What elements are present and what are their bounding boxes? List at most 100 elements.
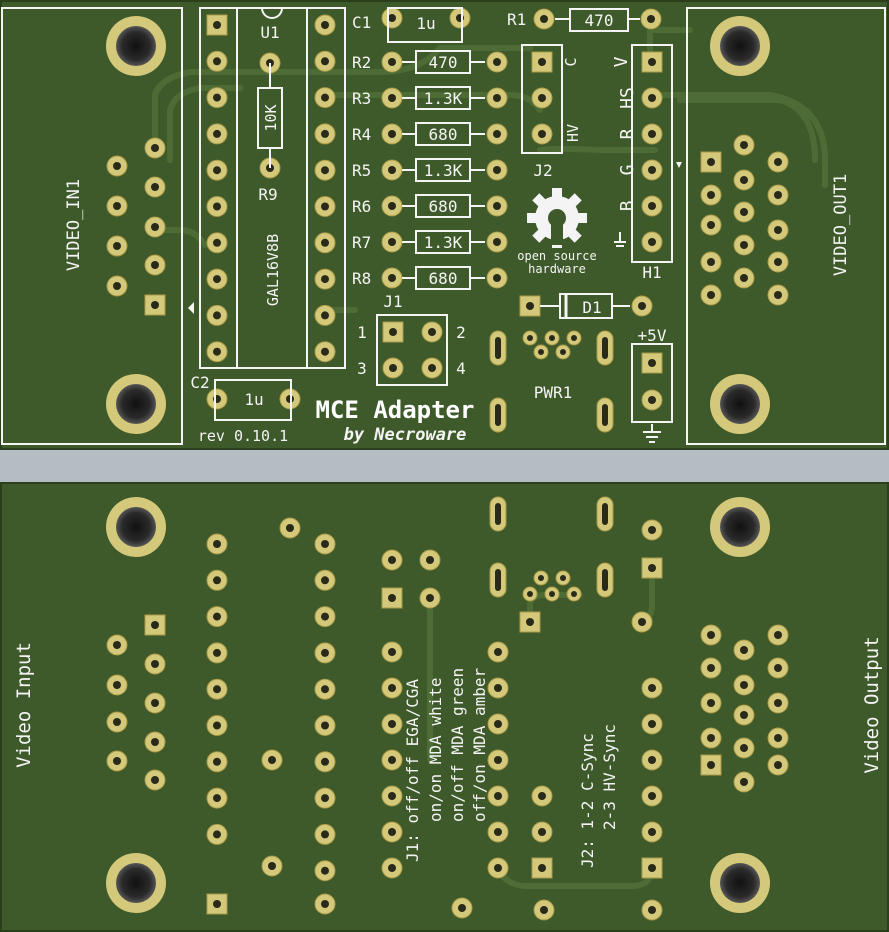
back-resistor-pad xyxy=(487,785,509,807)
video-in-pad xyxy=(106,155,128,177)
h1-pad xyxy=(641,87,663,109)
back-j2-pad xyxy=(531,857,553,879)
u1-part: GAL16V8B xyxy=(264,234,282,306)
back-r9-pad xyxy=(261,749,283,771)
back-u1-pin xyxy=(314,569,336,591)
resistor-pad xyxy=(486,87,508,109)
back-u1-pin xyxy=(314,678,336,700)
j2-ref: J2 xyxy=(533,161,552,180)
back-u1-pin xyxy=(314,823,336,845)
back-video-in-pad xyxy=(144,614,166,636)
j2-outline xyxy=(521,44,563,154)
j2-pad xyxy=(531,51,553,73)
back-r1-pad xyxy=(533,899,555,921)
j2-hv-label: HV xyxy=(564,124,582,142)
back-j1-pad xyxy=(419,549,441,571)
u1-ref: U1 xyxy=(260,23,279,42)
video-out-pad xyxy=(767,251,789,273)
back-video-in-pad xyxy=(144,692,166,714)
back-video-out-pad xyxy=(700,727,722,749)
power-pad xyxy=(641,352,663,374)
u1-pin xyxy=(314,196,336,217)
board-subtitle: by Necroware xyxy=(344,425,467,445)
r1-ref: R1 xyxy=(507,10,526,29)
video-output-label: Video Output xyxy=(861,636,883,773)
back-resistor-pad xyxy=(487,713,509,735)
board-title: MCE Adapter xyxy=(316,396,475,424)
back-j1-pad xyxy=(381,549,403,571)
d1-pad xyxy=(519,295,541,317)
h1-label: HS xyxy=(617,87,638,109)
j1-pin-2: 2 xyxy=(456,323,466,342)
r9-ref: R9 xyxy=(258,185,277,204)
video-out-pad xyxy=(700,251,722,273)
video-out-pad xyxy=(767,184,789,206)
back-video-out-pad xyxy=(767,727,789,749)
back-resistor-pad xyxy=(381,641,403,663)
j1-pin-1: 1 xyxy=(357,323,367,342)
j1-note-3: on/off MDA green xyxy=(448,668,467,822)
resistor-value: 1.3K xyxy=(424,161,463,180)
h1-label: B xyxy=(617,201,638,212)
video-out-pad xyxy=(733,267,755,289)
back-resistor-pad xyxy=(381,749,403,771)
resistor-pad xyxy=(381,231,403,253)
resistor-value: 680 xyxy=(429,269,458,288)
back-h1-pad xyxy=(641,749,663,771)
back-video-out-pad xyxy=(733,674,755,696)
back-h1-pad xyxy=(641,821,663,843)
u1-pin xyxy=(206,341,228,363)
pwr1-pad xyxy=(555,344,571,360)
h1-outline xyxy=(631,44,673,263)
pwr1-ref: PWR1 xyxy=(534,383,573,402)
video-out-pad xyxy=(733,134,755,156)
back-power-pad xyxy=(641,519,663,541)
back-resistor-pad xyxy=(487,821,509,843)
u1-pin xyxy=(314,123,336,145)
back-pwr1-pad xyxy=(522,586,538,602)
oshw-text-1: open source xyxy=(517,249,596,263)
plus5v-label: +5V xyxy=(638,326,667,345)
back-j1-pad xyxy=(381,587,403,609)
video-in-outline xyxy=(1,7,183,445)
resistor-ref: R2 xyxy=(352,53,371,72)
h1-v-label: V xyxy=(611,56,632,67)
video-out-pad xyxy=(767,151,789,173)
resistor-pad xyxy=(486,159,508,181)
resistor-ref: R7 xyxy=(352,233,371,252)
resistor-ref: R3 xyxy=(352,89,371,108)
u1-pin xyxy=(314,14,336,36)
resistor-pad xyxy=(381,87,403,109)
back-resistor-pad xyxy=(381,821,403,843)
back-video-out-pad xyxy=(700,624,722,646)
back-pwr1-pad xyxy=(566,586,582,602)
back-u1-pin xyxy=(206,823,228,845)
video-out-outline xyxy=(686,7,886,445)
back-u1-pin xyxy=(314,715,336,736)
j1-pad xyxy=(421,321,443,343)
video-out-pad xyxy=(733,169,755,191)
back-u1-pin xyxy=(206,751,228,773)
front-mounting-holes xyxy=(106,16,770,434)
back-video-out-pad xyxy=(700,692,722,714)
resistor-value: 1.3K xyxy=(424,89,463,108)
resistor-pad xyxy=(381,267,403,289)
u1-pin xyxy=(314,87,336,109)
power-pad xyxy=(641,389,663,411)
j1-note-1: J1: off/off EGA/CGA xyxy=(403,679,422,862)
u1-pin xyxy=(206,268,228,290)
pwr1-slot xyxy=(596,397,614,433)
back-j2-pad xyxy=(531,821,553,843)
back-video-out-pad xyxy=(700,754,722,776)
u1-pin xyxy=(314,341,336,363)
j1-outline xyxy=(376,314,448,386)
board-separator xyxy=(0,450,889,482)
back-h1-pad xyxy=(641,785,663,807)
back-video-out-pad xyxy=(767,624,789,646)
c2-pad xyxy=(206,388,228,410)
j2-pad xyxy=(531,123,553,145)
